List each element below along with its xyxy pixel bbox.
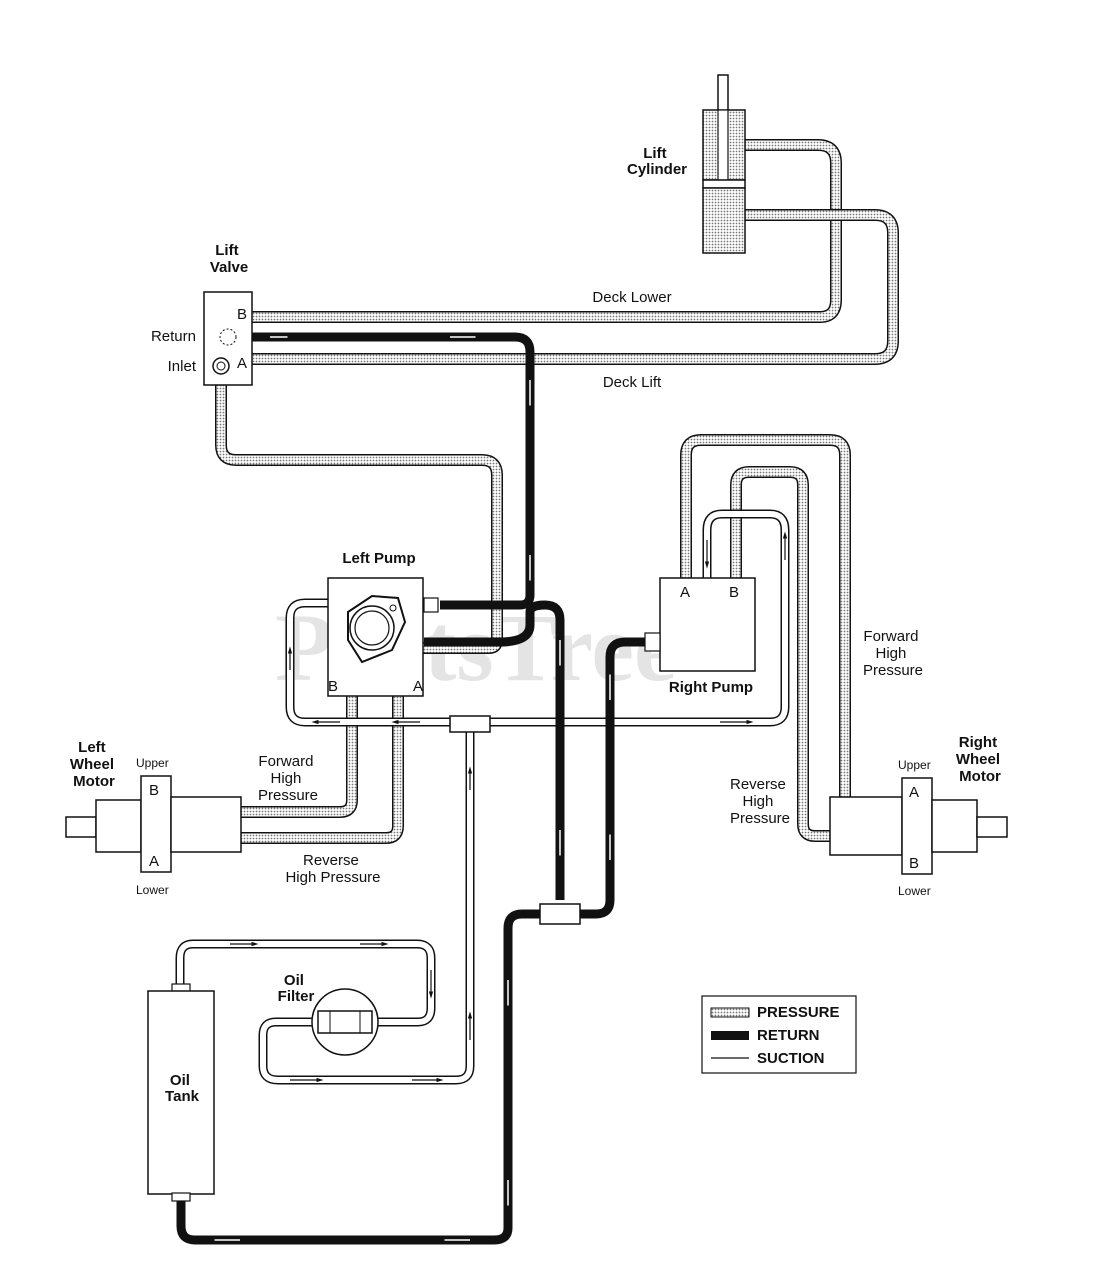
legend: PRESSURE RETURN SUCTION xyxy=(701,995,857,1074)
right-motor-port-b: B xyxy=(909,855,919,872)
right-pump-return xyxy=(575,637,655,919)
left-pump-port-b: B xyxy=(328,678,338,695)
return-tee xyxy=(539,903,581,925)
left-pump-label: Left Pump xyxy=(342,550,415,567)
left-motor-port-a: A xyxy=(149,853,159,870)
legend-suction-label: SUCTION xyxy=(757,1050,825,1067)
right-pump-label: Right Pump xyxy=(669,679,753,696)
lift-valve-label: Lift Valve xyxy=(210,242,248,276)
oil-filter xyxy=(311,988,379,1056)
deck-lift-line xyxy=(246,209,899,365)
lift-cylinder-label: Lift Cylinder xyxy=(627,145,687,178)
left-reverse-label: Reverse High Pressure xyxy=(285,852,380,886)
left-pump-return xyxy=(424,600,565,900)
right-pump-port-a: A xyxy=(680,584,690,601)
right-wheel-motor xyxy=(829,777,1008,875)
legend-pressure-label: PRESSURE xyxy=(757,1004,840,1021)
right-pump xyxy=(644,577,756,672)
left-pump-port-a: A xyxy=(413,678,423,695)
left-forward-line xyxy=(164,684,358,818)
return-lines xyxy=(176,332,655,1245)
valve-port-a: A xyxy=(237,355,247,372)
legend-return-swatch xyxy=(711,1031,749,1040)
left-pump xyxy=(327,577,439,697)
left-wheel-motor-label: Left Wheel Motor xyxy=(70,739,118,790)
valve-return-label: Return xyxy=(151,328,196,345)
right-pump-port-b: B xyxy=(729,584,739,601)
left-motor-lower: Lower xyxy=(136,883,169,897)
left-reverse-line xyxy=(164,684,404,844)
valve-return-port xyxy=(219,328,237,346)
valve-port-b: B xyxy=(237,306,247,323)
right-motor-upper: Upper xyxy=(898,758,931,772)
valve-return-line xyxy=(252,332,535,610)
pressure-lines xyxy=(164,139,921,844)
flow-arrows xyxy=(205,334,613,1243)
right-reverse-label: Reverse High Pressure xyxy=(730,776,790,827)
right-motor-lower: Lower xyxy=(898,884,931,898)
suction-tee xyxy=(449,715,491,733)
oil-tank-label: Oil Tank xyxy=(165,1072,200,1105)
deck-lower-line xyxy=(246,139,842,323)
left-motor-port-b: B xyxy=(149,782,159,799)
suction-arrows xyxy=(230,531,788,1083)
right-wheel-motor-label: Right Wheel Motor xyxy=(956,734,1004,785)
legend-return-label: RETURN xyxy=(757,1027,820,1044)
right-forward-label: Forward High Pressure xyxy=(863,628,923,679)
oil-tank xyxy=(147,983,215,1202)
left-motor-upper: Upper xyxy=(136,756,169,770)
left-forward-label: Forward High Pressure xyxy=(258,753,318,804)
deck-lower-label: Deck Lower xyxy=(592,289,671,306)
lift-valve xyxy=(203,291,253,386)
left-wheel-motor xyxy=(65,775,242,873)
oil-filter-label: Oil Filter xyxy=(278,972,315,1005)
valve-inlet-label: Inlet xyxy=(168,358,197,375)
right-motor-port-a: A xyxy=(909,784,919,801)
right-reverse-line xyxy=(730,466,921,842)
legend-pressure-swatch xyxy=(710,1007,750,1018)
tank-return-line xyxy=(176,909,545,1245)
deck-lift-label: Deck Lift xyxy=(603,374,662,391)
lift-cylinder xyxy=(702,74,746,254)
